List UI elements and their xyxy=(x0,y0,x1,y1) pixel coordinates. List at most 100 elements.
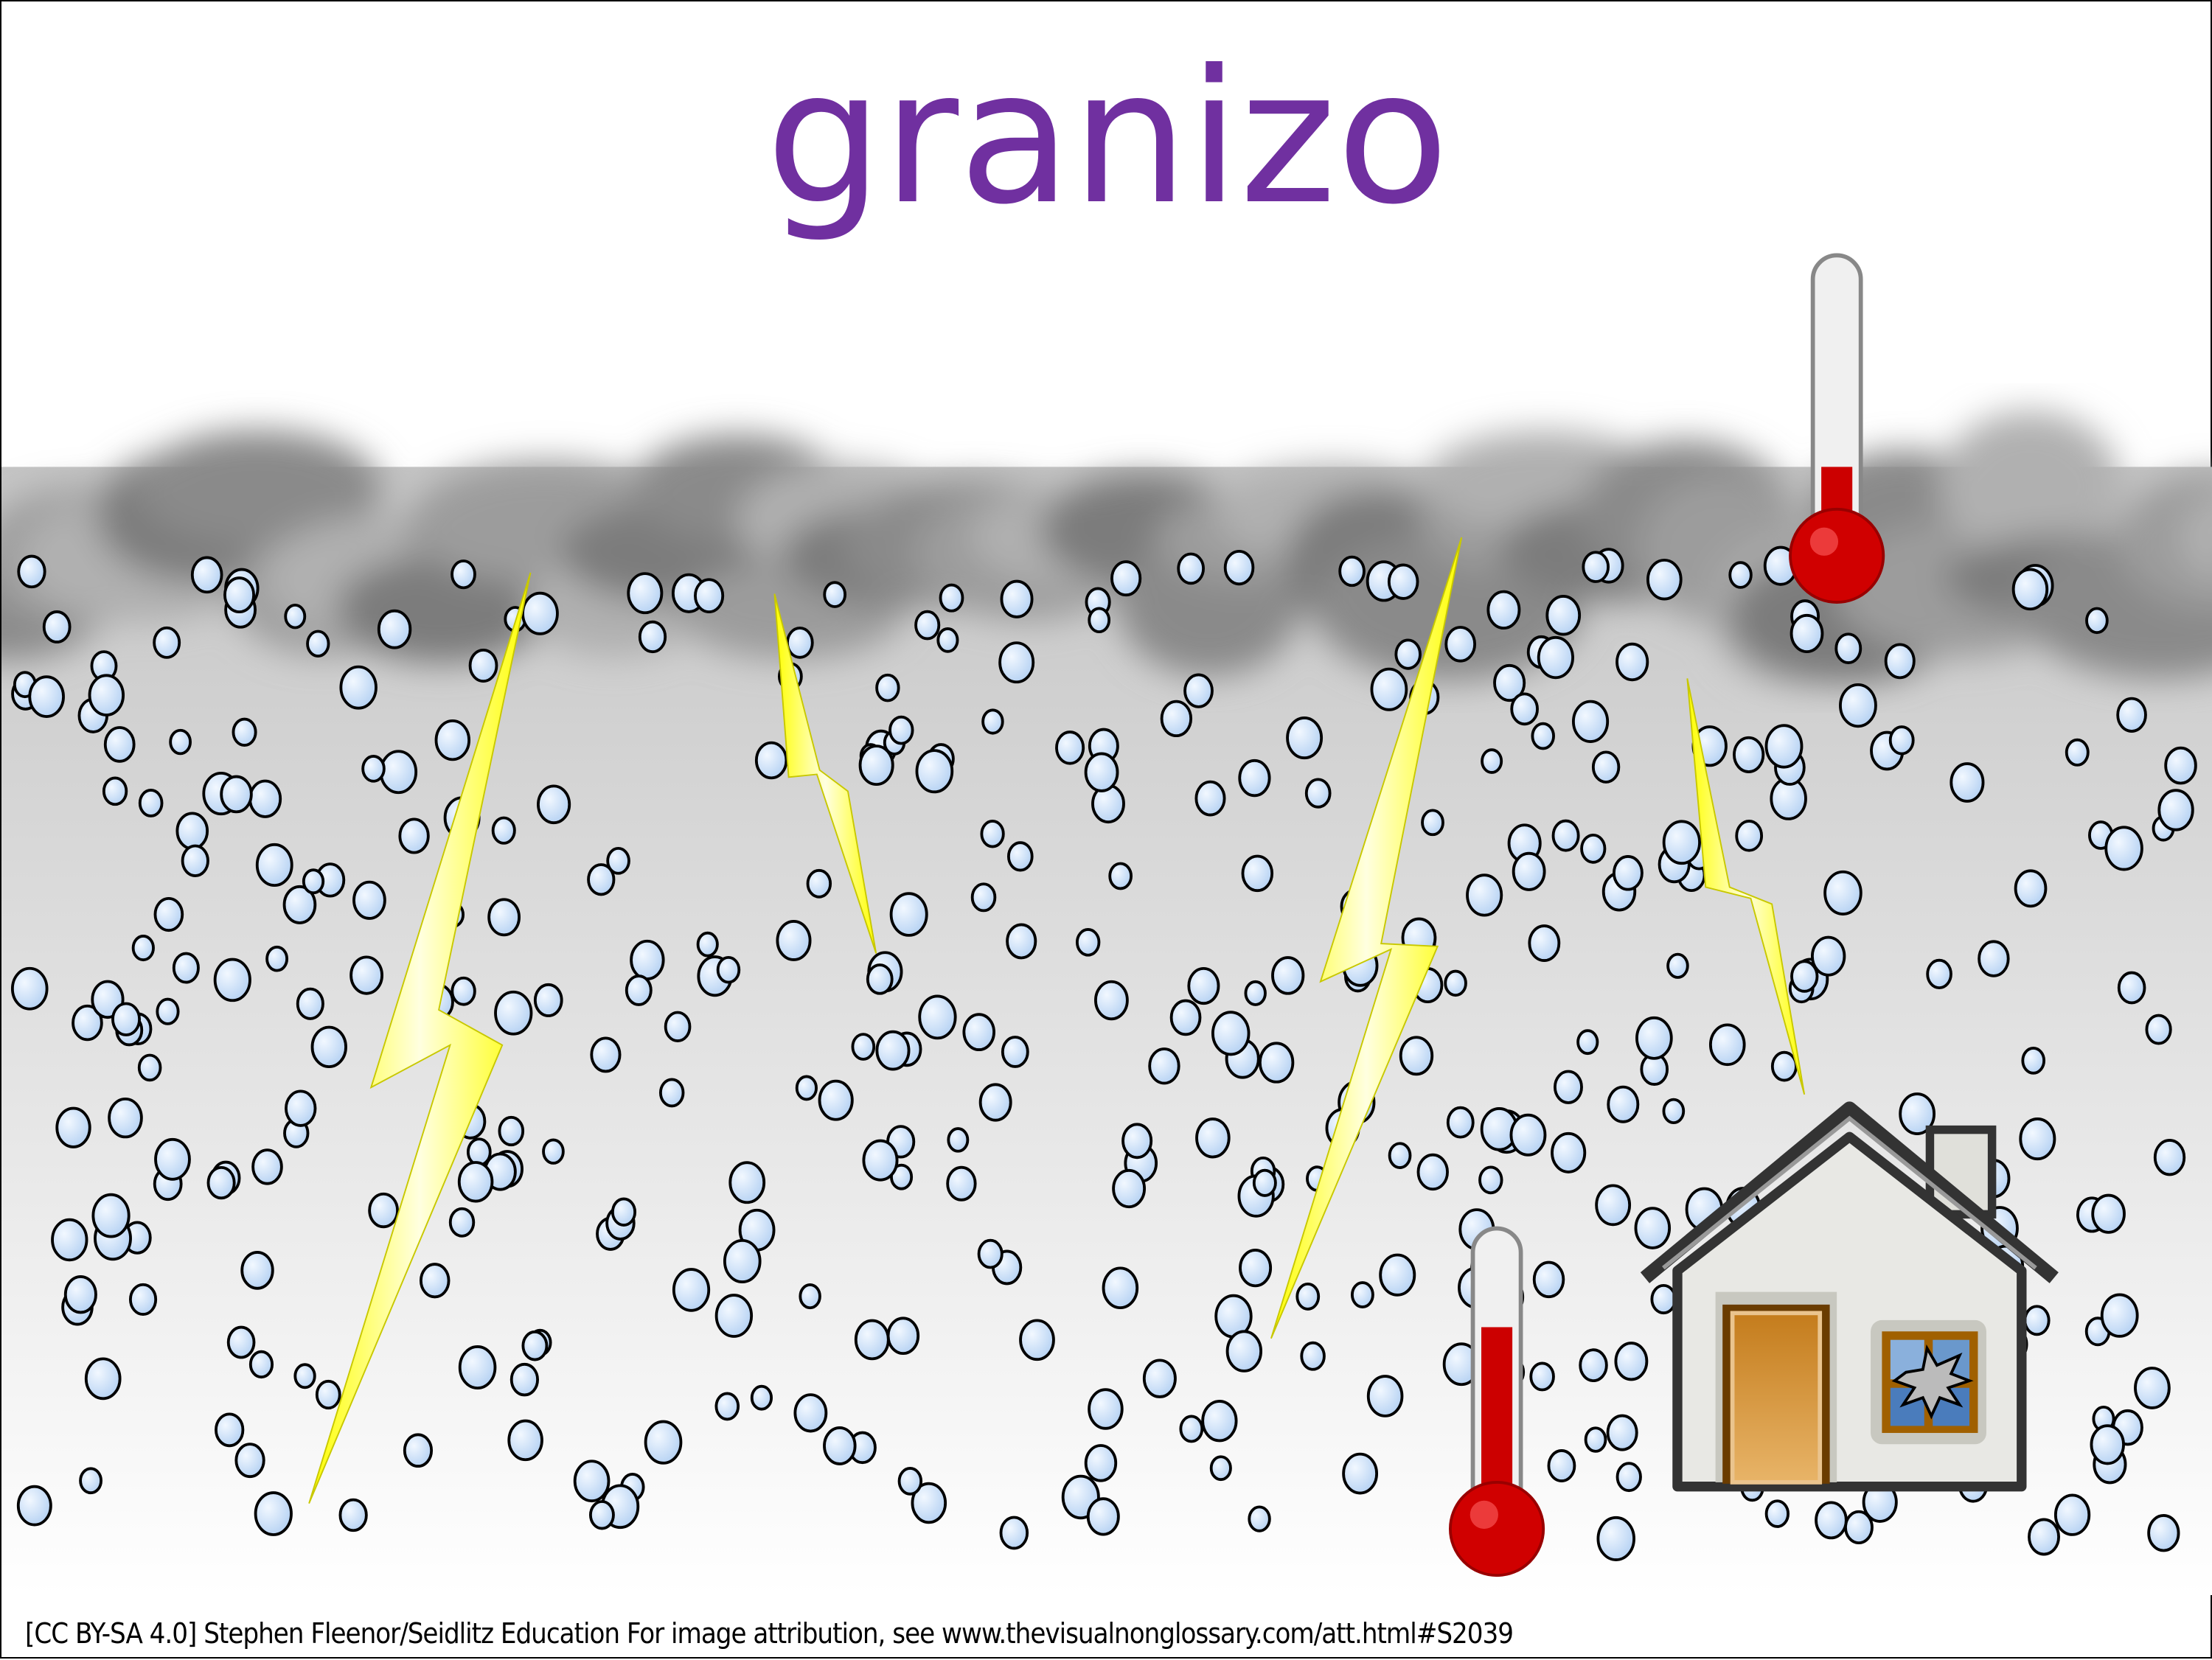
hailstone-icon xyxy=(181,844,209,877)
hailstone-icon xyxy=(1839,683,1877,728)
hailstone-icon xyxy=(2028,1518,2060,1556)
hailstone-icon xyxy=(1238,758,1271,798)
hailstone-icon xyxy=(1662,820,1701,865)
hailstone-icon xyxy=(658,1078,685,1108)
hailstone-icon xyxy=(254,1491,293,1536)
hailstone-icon xyxy=(521,591,559,635)
hailstone-icon xyxy=(1000,579,1034,618)
hailstone-icon xyxy=(1241,854,1274,893)
hailstone-icon xyxy=(1239,1249,1273,1288)
hailstone-icon xyxy=(875,673,900,702)
hailstone-icon xyxy=(1708,1023,1746,1067)
hailstone-icon xyxy=(537,784,571,825)
hailstone-icon xyxy=(936,627,959,653)
hailstone-icon xyxy=(398,817,430,854)
hailstone-icon xyxy=(1512,851,1546,891)
hailstone-icon xyxy=(215,1412,245,1448)
hailstone-icon xyxy=(542,1138,565,1165)
hailstone-icon xyxy=(978,1083,1012,1122)
hailstone-icon xyxy=(1177,552,1205,585)
hailstone-icon xyxy=(1252,1168,1277,1197)
hailstone-icon xyxy=(248,1350,274,1379)
hailstone-icon xyxy=(1493,663,1526,702)
hailstone-icon xyxy=(131,935,155,962)
hailstone-icon xyxy=(1110,560,1142,597)
hailstone-icon xyxy=(2134,1367,2171,1409)
hailstone-icon xyxy=(172,952,200,984)
hailstone-icon xyxy=(947,1127,970,1153)
hailstone-icon xyxy=(799,1283,821,1310)
hailstone-icon xyxy=(1899,1092,1936,1135)
hailstone-icon xyxy=(858,744,894,787)
hailstone-icon xyxy=(51,1218,88,1262)
hailstone-icon xyxy=(911,1482,947,1524)
hailstone-icon xyxy=(63,1275,97,1314)
hailstone-icon xyxy=(1646,558,1683,601)
hailstone-icon xyxy=(1211,1011,1251,1056)
hailstone-icon xyxy=(1444,626,1477,663)
cloud-puff xyxy=(135,430,382,548)
hailstone-icon xyxy=(1613,855,1644,891)
hailstone-icon xyxy=(491,816,516,845)
hailstone-icon xyxy=(795,1075,818,1101)
hailstone-icon xyxy=(786,627,814,659)
cloud-puff xyxy=(2180,495,2212,579)
hailstone-icon xyxy=(1528,924,1561,962)
hailstone-icon xyxy=(1596,1516,1635,1561)
hailstone-icon xyxy=(1584,1426,1607,1453)
hailstone-icon xyxy=(1466,873,1503,917)
hailstone-icon xyxy=(716,955,741,984)
hailstone-icon xyxy=(138,789,164,817)
hailstone-icon xyxy=(2053,1493,2091,1536)
hailstone-icon xyxy=(1888,725,1915,756)
hailstone-icon xyxy=(153,626,181,659)
hailstone-icon xyxy=(1295,1282,1321,1311)
cloud-puff xyxy=(2116,472,2212,608)
hailstone-icon xyxy=(776,920,812,961)
hailstone-icon xyxy=(1607,1085,1640,1123)
hailstone-icon xyxy=(55,1106,91,1148)
hailstone-icon xyxy=(1595,1184,1632,1227)
hailstone-icon xyxy=(1635,1016,1673,1060)
hailstone-icon xyxy=(240,1250,274,1290)
hailstone-icon xyxy=(977,1238,1004,1269)
hailstone-icon xyxy=(352,880,386,920)
page-title: granizo xyxy=(765,30,1450,245)
hailstone-icon xyxy=(1001,1036,1029,1068)
hailstone-icon xyxy=(1006,923,1037,960)
hailstone-icon xyxy=(854,1319,890,1361)
hailstone-icon xyxy=(1183,673,1214,708)
hailstone-icon xyxy=(793,1393,828,1433)
hailstone-icon xyxy=(1086,1497,1120,1536)
hailstone-icon xyxy=(1770,1050,1798,1082)
hailstone-icon xyxy=(2116,697,2147,733)
hailstone-icon xyxy=(498,1115,525,1147)
hailstone-icon xyxy=(1486,590,1521,630)
hailstone-icon xyxy=(1225,1330,1263,1373)
hailstone-icon xyxy=(1342,1452,1379,1495)
broken-glass-icon xyxy=(1891,1344,1974,1420)
hailstone-icon xyxy=(434,719,471,761)
hailstone-icon xyxy=(1300,1341,1326,1371)
hailstone-icon xyxy=(573,1460,611,1503)
hailstone-icon xyxy=(1271,956,1305,995)
hailstone-icon xyxy=(154,1137,191,1181)
hailstone-icon xyxy=(2065,738,2090,767)
hailstone-icon xyxy=(2117,971,2146,1005)
hailstone-icon xyxy=(866,963,894,995)
hailstone-icon xyxy=(888,715,914,745)
hailstone-icon xyxy=(1666,952,1689,979)
hailstone-icon xyxy=(2145,1014,2172,1045)
hailstone-icon xyxy=(1634,1207,1672,1249)
hailstone-icon xyxy=(88,674,125,716)
hailstone-icon xyxy=(1547,1449,1576,1483)
hailstone-icon xyxy=(889,892,928,937)
hailstone-icon xyxy=(1764,724,1804,769)
hailstone-icon xyxy=(1815,1501,1848,1540)
hailstone-icon xyxy=(886,1317,920,1356)
hailstone-icon xyxy=(1510,692,1539,726)
hailstone-icon xyxy=(806,868,832,899)
hailstone-icon xyxy=(630,939,665,980)
hailstone-icon xyxy=(897,1467,923,1496)
